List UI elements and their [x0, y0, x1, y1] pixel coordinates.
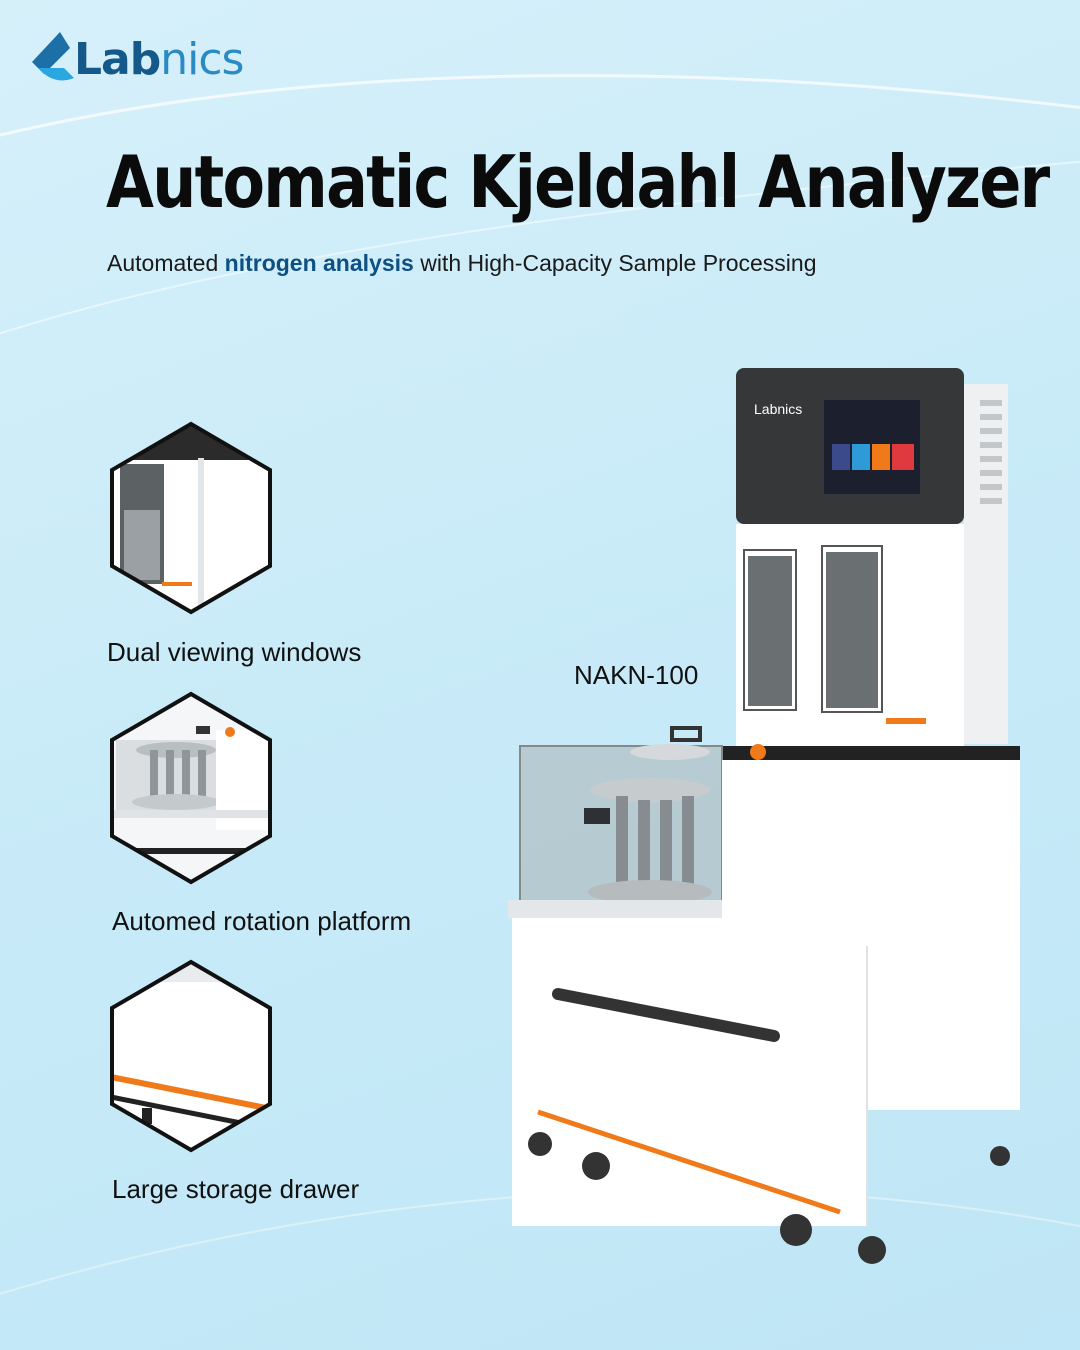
feature-label-rotation-platform: Automed rotation platform — [112, 906, 412, 936]
page-subtitle: Automated nitrogen analysis with High-Ca… — [107, 250, 816, 277]
feature-label-storage-drawer: Large storage drawer — [112, 1174, 360, 1204]
brand-logo: Labnics — [24, 28, 264, 88]
feature-label-dual-windows: Dual viewing windows — [107, 637, 362, 667]
storage-drawer-closeup-icon — [110, 959, 272, 1153]
logo-mark-icon — [32, 32, 74, 81]
subtitle-lead: Automated — [107, 250, 225, 276]
model-label: NAKN-100 — [574, 660, 699, 690]
brand-name: Labnics — [74, 34, 244, 85]
page-title: Automatic Kjeldahl Analyzer — [106, 140, 1050, 224]
dual-window-closeup-icon — [110, 421, 272, 615]
subtitle-highlight: nitrogen analysis — [224, 250, 414, 276]
subtitle-tail: with High-Capacity Sample Processing — [413, 250, 817, 276]
rotation-platform-closeup-icon — [110, 691, 272, 885]
kjeldahl-analyzer-illustration: Labnics — [508, 368, 1020, 1264]
machine-logo: Labnics — [754, 401, 802, 417]
